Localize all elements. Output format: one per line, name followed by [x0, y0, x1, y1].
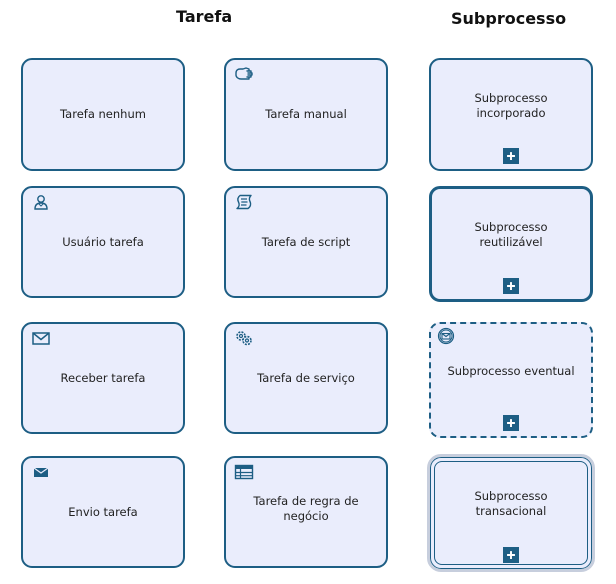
- plus-icon[interactable]: [503, 547, 519, 563]
- task-label: Tarefa de script: [261, 234, 351, 249]
- script-icon: [234, 193, 254, 211]
- subprocess-transactional[interactable]: Subprocesso transacional: [427, 454, 595, 572]
- task-label: Envio tarefa: [68, 504, 138, 519]
- task-send[interactable]: Envio tarefa: [21, 456, 185, 568]
- heading-tarefa: Tarefa: [176, 7, 233, 26]
- task-script[interactable]: Tarefa de script: [224, 186, 388, 298]
- user-icon: [31, 193, 51, 211]
- plus-icon[interactable]: [503, 148, 519, 164]
- gear-icon: [234, 329, 254, 347]
- task-user[interactable]: Usuário tarefa: [21, 186, 185, 298]
- task-label: Tarefa de serviço: [257, 370, 355, 385]
- subprocess-label: Subprocesso incorporado: [474, 90, 548, 120]
- table-icon: [234, 463, 254, 481]
- task-receive[interactable]: Receber tarefa: [21, 322, 185, 434]
- task-label: Usuário tarefa: [62, 234, 144, 249]
- envelope-circle-icon: [436, 327, 456, 345]
- plus-icon[interactable]: [503, 415, 519, 431]
- subprocess-event[interactable]: Subprocesso eventual: [429, 322, 593, 438]
- task-label: Tarefa nenhum: [60, 107, 146, 122]
- heading-subprocesso: Subprocesso: [451, 9, 567, 28]
- subprocess-reusable[interactable]: Subprocesso reutilizável: [429, 186, 593, 302]
- subprocess-label: Subprocesso transacional: [474, 489, 548, 518]
- task-none[interactable]: Tarefa nenhum: [21, 58, 185, 171]
- subprocess-embedded[interactable]: Subprocesso incorporado: [429, 58, 593, 171]
- task-service[interactable]: Tarefa de serviço: [224, 322, 388, 434]
- task-business-rule[interactable]: Tarefa de regra de negócio: [224, 456, 388, 568]
- envelope-outline-icon: [31, 329, 51, 347]
- subprocess-label: Subprocesso eventual: [447, 363, 575, 378]
- task-label: Tarefa manual: [265, 107, 347, 122]
- hand-icon: [234, 65, 254, 83]
- task-manual[interactable]: Tarefa manual: [224, 58, 388, 171]
- envelope-filled-icon: [31, 463, 51, 481]
- subprocess-label: Subprocesso reutilizável: [474, 220, 548, 249]
- task-label: Receber tarefa: [60, 370, 146, 385]
- task-label: Tarefa de regra de negócio: [253, 494, 359, 523]
- plus-icon[interactable]: [503, 278, 519, 294]
